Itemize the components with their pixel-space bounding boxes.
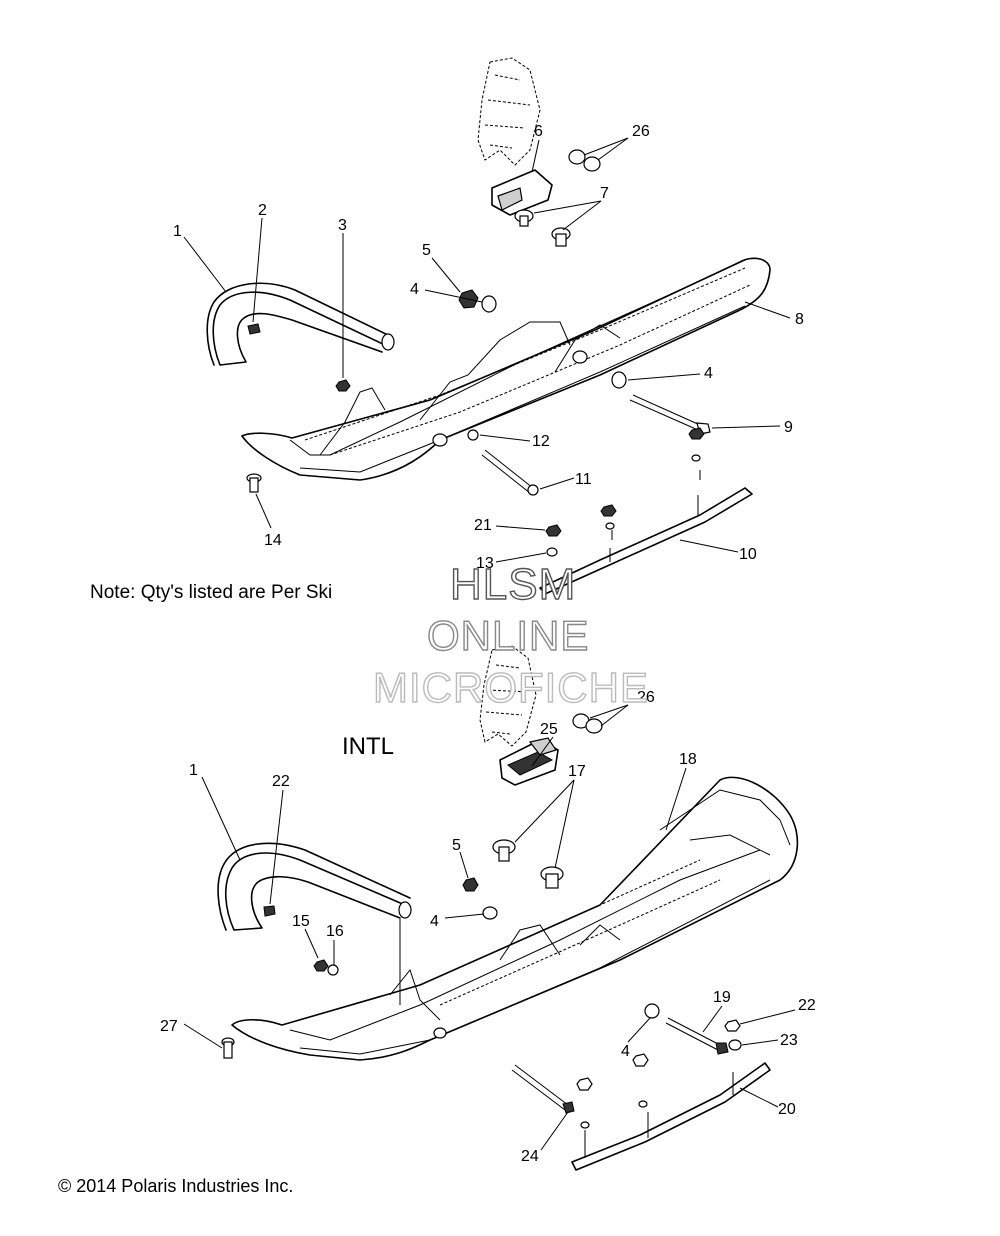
callout-27: 27	[160, 1018, 178, 1035]
spindle-bottom	[479, 645, 537, 747]
part-26-bushings-bottom	[572, 713, 603, 734]
callout-17: 17	[568, 763, 586, 780]
callout-20: 20	[778, 1101, 796, 1118]
callout-2: 2	[258, 202, 267, 219]
part-1-handle-top	[206, 282, 395, 366]
callout-4-top-b: 4	[704, 365, 713, 382]
part-21-nut	[545, 524, 562, 537]
callout-10: 10	[739, 546, 757, 563]
watermark-line-1: HLSM	[449, 559, 577, 609]
part-27-bolt	[221, 1037, 235, 1059]
callout-5-bottom: 5	[452, 837, 461, 854]
callout-4-bottom-a: 4	[430, 913, 439, 930]
spindle-top	[477, 57, 541, 166]
part-20-runner	[571, 1053, 771, 1171]
part-18-ski-bottom	[231, 776, 799, 1061]
part-14-bolt	[246, 473, 262, 493]
callout-25: 25	[540, 721, 558, 738]
part-16-washer	[327, 964, 339, 976]
callout-14: 14	[264, 532, 282, 549]
part-8-ski-top	[241, 257, 771, 481]
part-24-bolt	[511, 1064, 575, 1114]
callout-21: 21	[474, 517, 492, 534]
part-1-handle-bottom	[217, 842, 412, 931]
callout-9: 9	[784, 419, 793, 436]
part-4-washers-bottom	[482, 906, 660, 1019]
part-6-pad	[491, 169, 553, 216]
callout-22-bottom-b: 22	[798, 997, 816, 1014]
callout-11: 11	[575, 471, 592, 488]
part-3-nut	[335, 379, 351, 392]
part-13-washer	[546, 547, 558, 557]
callout-16: 16	[326, 923, 344, 940]
callout-6: 6	[534, 123, 543, 140]
callout-22-bottom-a: 22	[272, 773, 290, 790]
leaders-top	[183, 137, 791, 563]
part-10-runner	[539, 427, 753, 595]
part-22-nut	[724, 1019, 741, 1032]
watermark-line-3: MICROFICHE	[372, 663, 649, 711]
callout-15: 15	[292, 913, 310, 930]
watermark-line-2: ONLINE	[426, 611, 590, 659]
callout-24: 24	[521, 1148, 539, 1165]
callout-18: 18	[679, 751, 697, 768]
callout-13: 13	[476, 555, 494, 572]
part-17-bolts	[492, 839, 564, 889]
intl-section-label: INTL	[342, 733, 395, 760]
part-4-washers-top	[481, 295, 627, 389]
part-12-washer	[467, 429, 479, 441]
part-25-pad	[499, 737, 559, 786]
part-5-nut-bottom	[462, 877, 479, 892]
callout-8: 8	[795, 311, 804, 328]
part-7-bolts	[514, 209, 571, 247]
callout-4-top-a: 4	[410, 281, 419, 298]
callout-12: 12	[532, 433, 550, 450]
part-19-bolt	[665, 1017, 729, 1055]
part-11-bolt	[481, 449, 539, 496]
callout-4-bottom-b: 4	[621, 1043, 630, 1060]
callout-26-bottom: 26	[637, 689, 655, 706]
callout-7: 7	[600, 185, 609, 202]
part-26-bushings	[568, 149, 601, 172]
callout-5-top: 5	[422, 242, 431, 259]
callout-19: 19	[713, 989, 731, 1006]
per-ski-note: Note: Qty's listed are Per Ski	[90, 582, 333, 603]
callout-3: 3	[338, 217, 347, 234]
leaders-bottom	[183, 704, 796, 1151]
callout-23: 23	[780, 1032, 798, 1049]
callout-1-top: 1	[173, 223, 182, 240]
callout-26-top: 26	[632, 123, 650, 140]
copyright-text: © 2014 Polaris Industries Inc.	[58, 1176, 294, 1196]
part-23-washer	[728, 1039, 742, 1051]
callout-1-bottom: 1	[189, 762, 198, 779]
part-15-nut	[313, 959, 329, 972]
